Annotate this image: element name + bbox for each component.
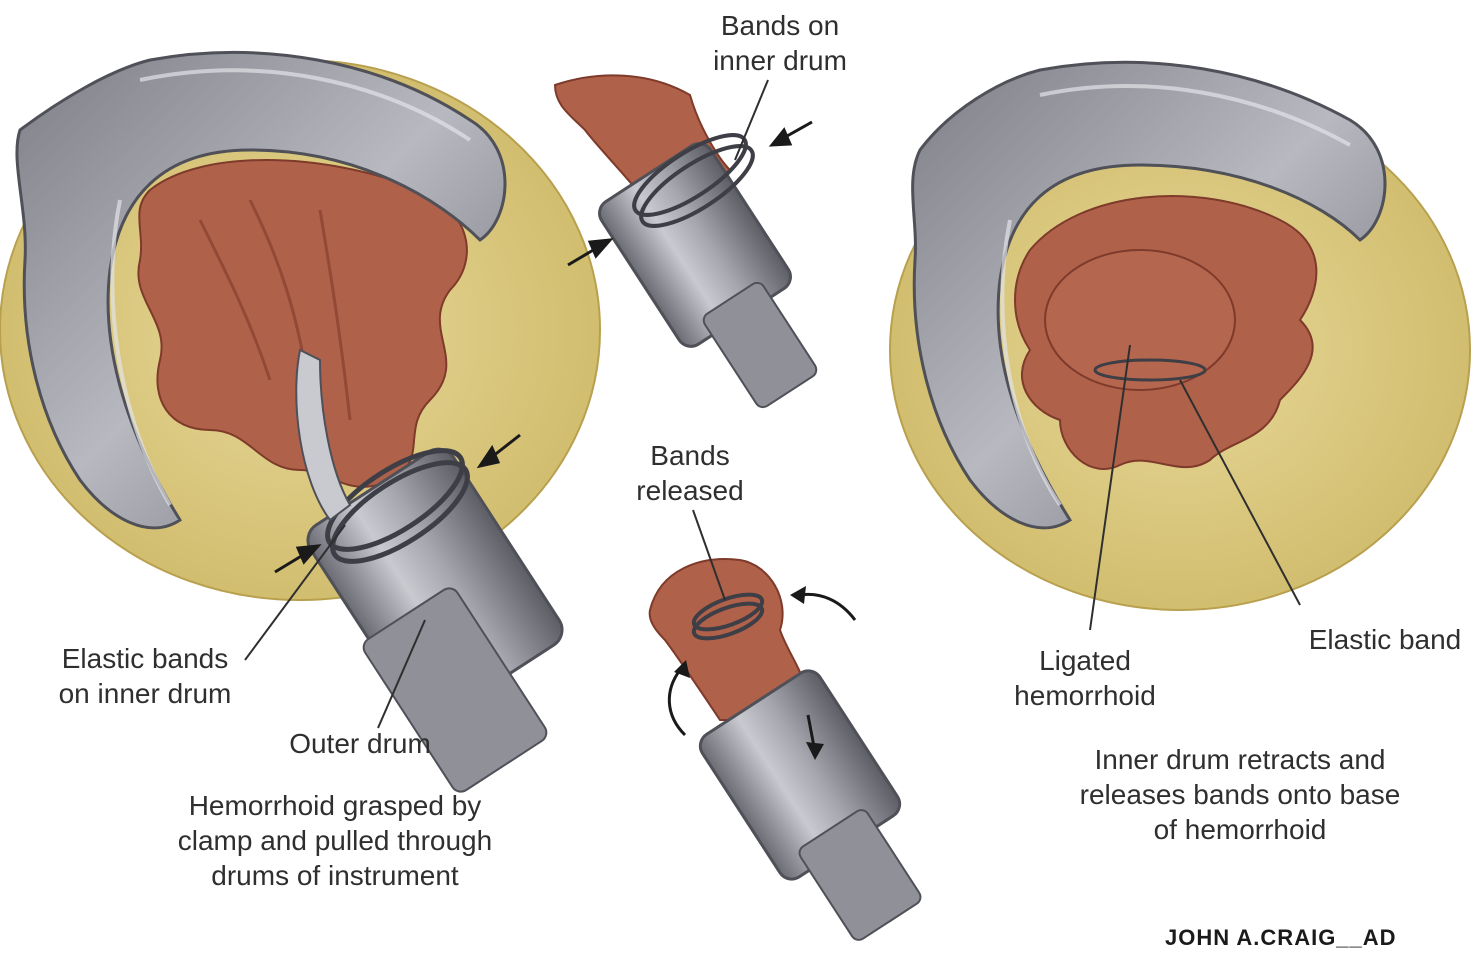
middle-bottom-instrument [650,510,924,943]
label-ligated-hemorrhoid: Ligated hemorrhoid [990,643,1180,713]
label-outer-drum: Outer drum [265,726,455,761]
label-bands-released: Bands released [615,438,765,508]
label-elastic-bands-on-inner-drum: Elastic bands on inner drum [30,641,260,711]
right-scene [890,62,1470,630]
label-elastic-band: Elastic band [1290,622,1480,657]
label-bands-on-inner-drum: Bands on inner drum [690,8,870,78]
ligated-hemorrhoid-mass [1045,250,1235,390]
label-inner-drum-retracts: Inner drum retracts and releases bands o… [1040,742,1440,847]
label-hemorrhoid-grasped: Hemorrhoid grasped by clamp and pulled t… [140,788,530,893]
artist-signature: JOHN A.CRAIG__AD [1165,925,1397,951]
